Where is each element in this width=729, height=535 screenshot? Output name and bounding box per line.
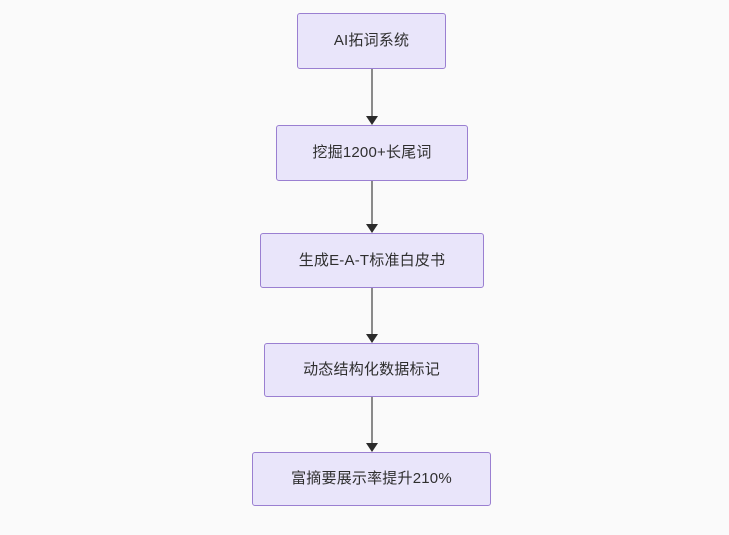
flow-node-label: 动态结构化数据标记 <box>303 361 440 378</box>
flow-edge-3 <box>366 288 378 343</box>
edge-arrowhead-2 <box>366 224 378 233</box>
flow-edge-2 <box>366 181 378 233</box>
edge-arrowhead-3 <box>366 334 378 343</box>
flow-node-rich-snippet-result[interactable]: 富摘要展示率提升210% <box>252 452 491 506</box>
flow-node-structured-data[interactable]: 动态结构化数据标记 <box>264 343 479 397</box>
edge-line-3 <box>371 288 373 335</box>
flow-node-longtail-mining[interactable]: 挖掘1200+长尾词 <box>276 125 468 181</box>
edge-line-1 <box>371 69 373 117</box>
flow-node-label: 生成E-A-T标准白皮书 <box>298 251 446 269</box>
flow-node-ai-keyword-system[interactable]: AI拓词系统 <box>297 13 446 69</box>
edge-arrowhead-1 <box>366 116 378 125</box>
flow-edge-1 <box>366 69 378 125</box>
flow-node-label: 挖掘1200+长尾词 <box>312 144 432 161</box>
flow-node-label: 富摘要展示率提升210% <box>291 470 452 487</box>
edge-line-2 <box>371 181 373 225</box>
edge-arrowhead-4 <box>366 443 378 452</box>
flow-node-label: AI拓词系统 <box>333 32 410 49</box>
flow-node-eat-whitepaper[interactable]: 生成E-A-T标准白皮书 <box>260 233 484 288</box>
flow-edge-4 <box>366 397 378 452</box>
edge-line-4 <box>371 397 373 444</box>
